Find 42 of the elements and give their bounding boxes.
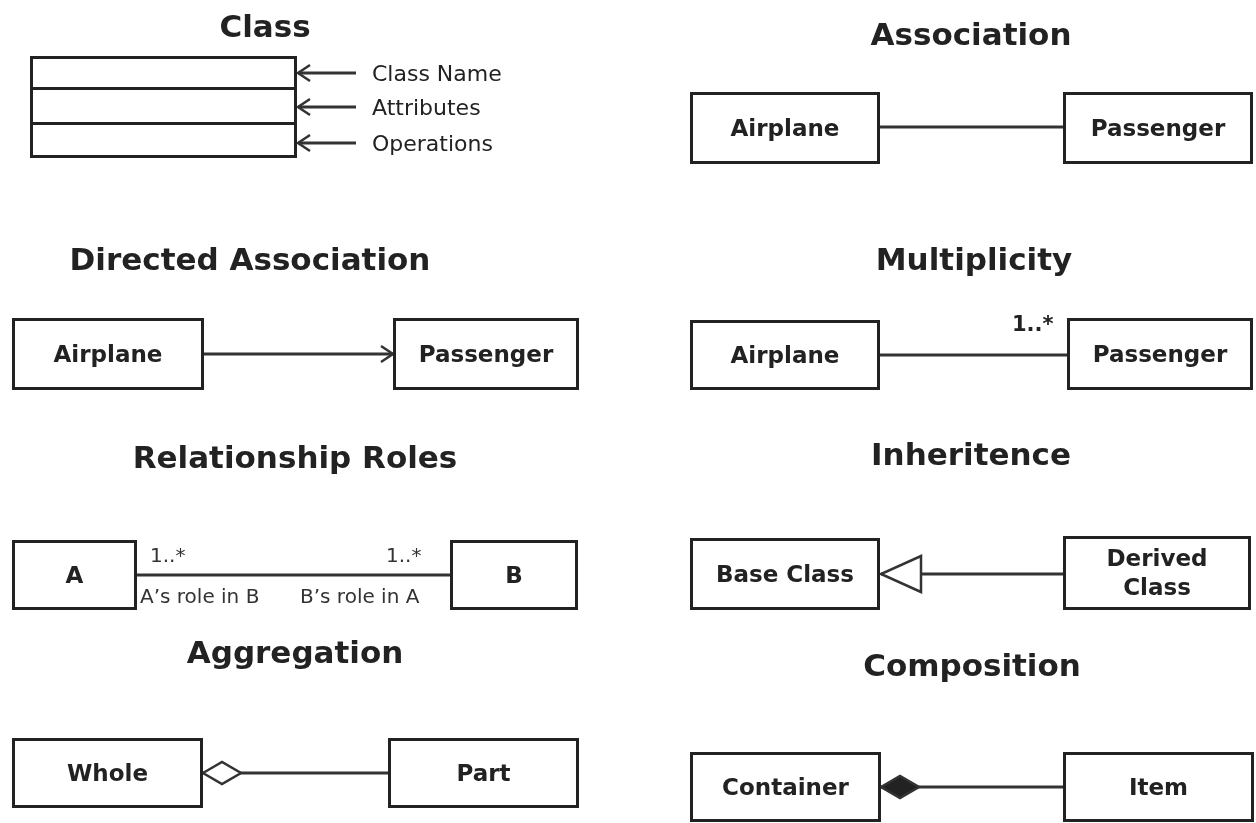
class-box: Passenger <box>1063 92 1253 164</box>
class-box: A <box>12 540 137 610</box>
connector <box>880 353 1067 357</box>
class-box: Passenger <box>393 318 579 390</box>
role-label: 1..* <box>386 543 422 567</box>
class-box: Passenger <box>1067 318 1253 390</box>
callout-text: Operations <box>372 128 532 158</box>
class-compartment <box>30 87 297 125</box>
section-heading: Directed Association <box>69 241 431 277</box>
role-label: B’s role in A <box>300 584 420 608</box>
section-heading: Inheritence <box>871 436 1071 472</box>
callout-text: Class Name <box>372 58 532 88</box>
class-box: Airplane <box>12 318 204 390</box>
connector <box>879 774 1063 800</box>
connector <box>880 125 1063 129</box>
class-box: Airplane <box>690 320 880 390</box>
class-box: Whole <box>12 738 203 808</box>
role-label: 1..* <box>150 543 186 567</box>
section-heading: Association <box>870 16 1072 52</box>
class-box: Item <box>1063 752 1254 822</box>
connector <box>879 554 1063 594</box>
callout-text: Attributes <box>372 92 532 122</box>
section-heading: Multiplicity <box>875 241 1073 277</box>
section-heading: Relationship Roles <box>132 439 458 475</box>
connector <box>201 760 388 786</box>
class-box: Part <box>388 738 579 808</box>
leader-line <box>296 63 356 83</box>
section-heading: Class <box>219 8 311 44</box>
class-box: Container <box>690 752 881 822</box>
connector <box>137 573 450 577</box>
connector <box>204 344 395 364</box>
class-compartment <box>30 56 297 90</box>
class-box: Airplane <box>690 92 880 164</box>
class-box: Base Class <box>690 538 880 610</box>
leader-line <box>296 133 356 153</box>
role-label: A’s role in B <box>140 584 260 608</box>
class-box: B <box>450 540 578 610</box>
section-heading: Composition <box>863 647 1081 683</box>
leader-line <box>296 97 356 117</box>
class-box: Derived Class <box>1063 536 1251 610</box>
section-heading: Aggregation <box>186 634 404 670</box>
class-compartment <box>30 122 297 158</box>
